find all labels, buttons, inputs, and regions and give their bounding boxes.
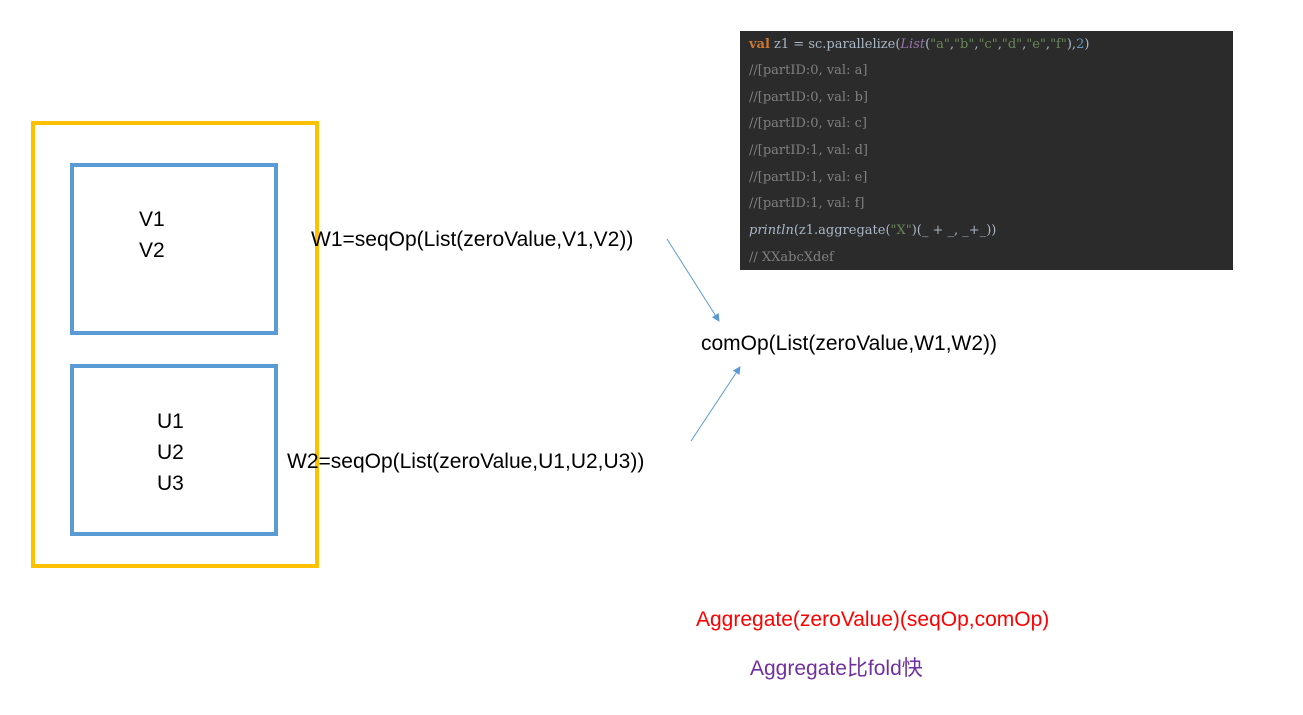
partition-box-2 — [70, 364, 278, 536]
code-text: , — [974, 37, 979, 52]
code-line-println: println(z1.aggregate("X")(_ + _, _+_)) — [749, 223, 996, 238]
code-comment-line: //[partID:0, val: a] — [749, 63, 868, 78]
code-comment-line: //[partID:0, val: b] — [749, 90, 868, 105]
arrow-w2-to-comop — [690, 366, 741, 442]
partition-2-element-u3: U3 — [157, 472, 184, 495]
code-comment-line: //[partID:1, val: f] — [749, 196, 865, 211]
code-text: (z1.aggregate( — [793, 223, 891, 238]
code-text: )(_ + _, _+_)) — [911, 223, 997, 238]
code-text: , — [1045, 37, 1051, 52]
code-comment-line: //[partID:0, val: c] — [749, 116, 867, 131]
code-keyword-val: val — [749, 37, 770, 52]
code-text: ( — [925, 37, 931, 52]
w2-seqop-label: W2=seqOp(List(zeroValue,U1,U2,U3)) — [287, 450, 645, 473]
code-text: z1 = sc.parallelize( — [769, 37, 901, 52]
code-type-list: List — [900, 37, 926, 52]
code-text: , — [997, 37, 1002, 52]
comop-label: comOp(List(zeroValue,W1,W2)) — [701, 332, 998, 355]
arrow-w1-to-comop — [666, 238, 720, 322]
code-text: , — [949, 37, 955, 52]
code-comment-line: //[partID:1, val: d] — [749, 143, 868, 158]
rdd-container — [31, 121, 319, 568]
code-string: "f" — [1050, 37, 1067, 52]
code-text: ), — [1066, 37, 1077, 52]
code-text: ) — [1084, 37, 1090, 52]
code-line-parallelize: val z1 = sc.parallelize(List("a","b","c"… — [749, 37, 1089, 52]
partition-2-element-u2: U2 — [157, 441, 184, 464]
code-function-println: println — [749, 223, 794, 238]
code-string: "X" — [890, 223, 912, 238]
w1-seqop-label: W1=seqOp(List(zeroValue,V1,V2)) — [311, 228, 634, 251]
partition-1-element-v2: V2 — [139, 239, 165, 262]
code-string: "c" — [978, 37, 998, 52]
aggregate-signature: Aggregate(zeroValue)(seqOp,comOp) — [696, 608, 1050, 631]
partition-2-element-u1: U1 — [157, 410, 184, 433]
code-snippet-panel: val z1 = sc.parallelize(List("a","b","c"… — [740, 31, 1233, 270]
code-string: "b" — [954, 37, 975, 52]
partition-box-1 — [70, 163, 278, 335]
code-string: "e" — [1026, 37, 1046, 52]
code-number: 2 — [1076, 37, 1085, 52]
aggregate-remark: Aggregate比fold快 — [750, 657, 923, 680]
code-text: , — [1022, 37, 1027, 52]
code-result-comment: // XXabcXdef — [749, 250, 834, 265]
code-string: "d" — [1001, 37, 1023, 52]
code-comment-line: //[partID:1, val: e] — [749, 170, 868, 185]
partition-1-element-v1: V1 — [139, 208, 165, 231]
code-string: "a" — [930, 37, 950, 52]
